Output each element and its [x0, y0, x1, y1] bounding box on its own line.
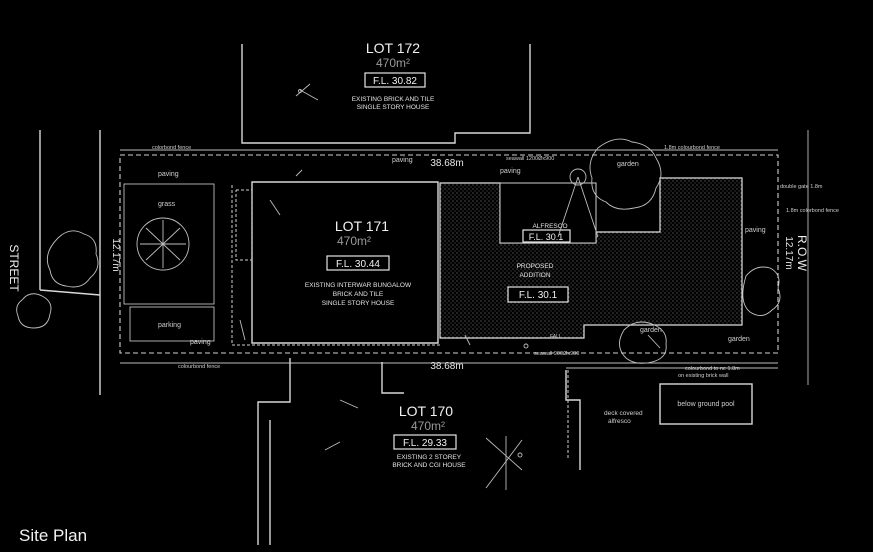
lot172-survey-marks	[295, 83, 319, 101]
length-bottom: 38.68m	[430, 361, 463, 372]
parking-area	[129, 306, 215, 342]
seawall-bottom-label: seawall 900Øx900	[534, 351, 579, 357]
colorbond-top-label: colorbond fence	[152, 145, 191, 151]
seawall-top-label: seawall 1200Øx900	[506, 156, 554, 162]
lot170-outline-left	[257, 358, 291, 545]
paving-bottom-label: paving	[190, 339, 211, 346]
pool-label: below ground pool	[677, 401, 735, 408]
lot172-area: 470m²	[376, 56, 410, 70]
lot171-desc2: BRICK AND TILE	[333, 291, 384, 298]
fall-label: FALL	[550, 334, 562, 340]
garden-tree-bottom	[619, 321, 667, 364]
street-label: STREET	[7, 244, 21, 292]
parking-label: parking	[158, 322, 181, 329]
colourbond-top-right-label: 1.8m colourbond fence	[664, 145, 720, 151]
lot172-title: LOT 172	[366, 40, 420, 56]
site-plan-caption: Site Plan	[19, 526, 88, 545]
existing-bungalow	[251, 181, 439, 344]
colorbond-bottom-label: colourbond fence	[178, 364, 220, 370]
lot170-fl-box	[393, 434, 457, 450]
lot170-title: LOT 170	[399, 403, 453, 419]
grass-label: grass	[158, 201, 176, 208]
row-label: R.O.W	[795, 235, 809, 272]
front-yard-tree	[136, 217, 190, 271]
alfresco-fl: F.L. 30.1	[529, 232, 564, 242]
alfresco-label: ALFRESCO	[532, 223, 567, 230]
lot170-fl: F.L. 29.33	[403, 438, 447, 449]
width-right: 12.17m	[783, 236, 794, 269]
bungalow-eave-line	[231, 185, 440, 346]
bungalow-verandah	[235, 189, 253, 261]
lot170-desc2: BRICK AND CGI HOUSE	[392, 462, 466, 469]
addition-label1: PROPOSED	[517, 263, 554, 270]
length-top: 38.68m	[430, 158, 463, 169]
street-driveway-edge	[39, 289, 101, 296]
lot171-fl: F.L. 30.44	[336, 259, 380, 270]
lot172-fl: F.L. 30.82	[373, 76, 417, 87]
lot170-desc1: EXISTING 2 STOREY	[397, 454, 462, 461]
lot171-fl-box	[326, 255, 390, 271]
lot172-building-outline	[241, 44, 531, 144]
garden-top-label: garden	[617, 161, 639, 168]
deck-label2: alfresco	[608, 418, 631, 425]
alfresco-fl-box	[522, 229, 571, 243]
lot172-desc1: EXISTING BRICK AND TILE	[352, 96, 435, 103]
lot172-desc2: SINGLE STORY HOUSE	[357, 104, 430, 111]
addition-fl-box	[507, 286, 569, 303]
lot170-area: 470m²	[411, 419, 445, 433]
garden-tree-top	[557, 138, 662, 238]
garden-right-label: garden	[728, 336, 750, 343]
paving-top-label: paving	[392, 157, 413, 164]
below-ground-pool	[659, 383, 753, 425]
width-left: 12.17m	[110, 238, 121, 271]
lot171-title: LOT 171	[335, 218, 389, 234]
deck-label1: deck covered	[604, 410, 643, 417]
double-gate-label: double gate 1.8m	[780, 184, 823, 190]
addition-label2: ADDITION	[519, 272, 550, 279]
garden-tree-right	[742, 266, 781, 316]
lot170-outline-right	[565, 370, 581, 470]
lot171-desc3: SINGLE STORY HOUSE	[322, 300, 395, 307]
retaining2-label: on existing brick wall	[678, 373, 728, 379]
lot171-boundary	[119, 154, 779, 354]
paving-top2-label: paving	[500, 168, 521, 175]
lot172-fl-box	[364, 72, 426, 88]
lot171-desc1: EXISTING INTERWAR BUNGALOW	[305, 282, 412, 289]
retaining-label: colourbond to ne 1.8m	[685, 366, 740, 372]
colorbond-right-label: 1.8m colorbond fence	[786, 208, 839, 214]
lot170-outline-top	[381, 362, 404, 394]
lot171-area: 470m²	[337, 234, 371, 248]
addition-fl: F.L. 30.1	[519, 290, 558, 301]
survey-marks-misc	[239, 169, 661, 349]
garden-bottom-label: garden	[640, 327, 662, 334]
paving-front-label: paving	[158, 171, 179, 178]
lot170-survey-marks	[324, 399, 523, 490]
street-tree	[16, 230, 99, 329]
paving-right-label: paving	[745, 227, 766, 234]
grass-area	[123, 183, 215, 305]
